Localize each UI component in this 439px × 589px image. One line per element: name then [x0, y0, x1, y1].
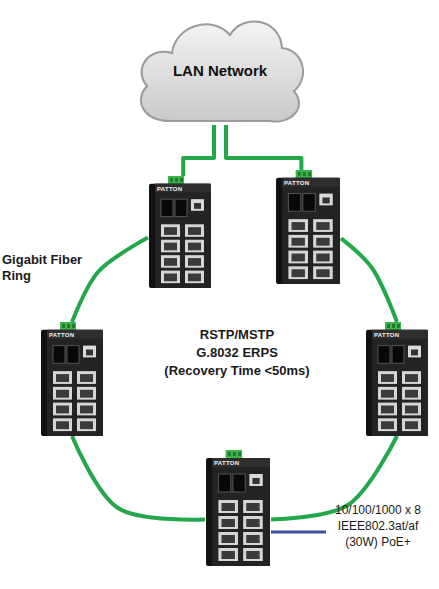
brand-label: PATTON [157, 186, 182, 193]
annotation-label: Gigabit Fiber Ring [2, 252, 97, 284]
switch-illustration [205, 450, 271, 566]
fiber-link [72, 238, 148, 322]
ethernet-switch: PATTON [275, 170, 341, 284]
poe-leader-line [271, 531, 326, 534]
network-cloud: LAN Network [130, 8, 310, 125]
ethernet-switch: PATTON [205, 450, 271, 566]
switch-illustration [40, 322, 104, 436]
switch-body [366, 322, 428, 436]
brand-label: PATTON [49, 332, 74, 339]
switch-illustration [275, 170, 341, 284]
switch-body [206, 450, 270, 566]
ethernet-switch: PATTON [365, 322, 429, 436]
switch-illustration [148, 176, 212, 288]
brand-label: PATTON [284, 180, 309, 187]
ethernet-switch: PATTON [148, 176, 212, 288]
annotation-label: IEEE802.3at/af [320, 519, 436, 534]
annotation-label: G.8032 ERPS [157, 345, 317, 361]
switch-body [149, 176, 211, 288]
annotation-label: RSTP/MSTP [157, 327, 317, 343]
brand-label: PATTON [374, 332, 399, 339]
brand-label: PATTON [214, 460, 239, 467]
switch-body [41, 322, 103, 436]
fiber-link [341, 238, 397, 322]
switch-illustration [365, 322, 429, 436]
fiber-link [72, 436, 205, 520]
annotation-label: (30W) PoE+ [320, 535, 436, 550]
annotation-label: (Recovery Time <50ms) [147, 363, 327, 379]
cloud-label: LAN Network [130, 62, 310, 80]
fiber-link [183, 125, 214, 176]
annotation-label: 10/100/1000 x 8 [320, 503, 436, 518]
ethernet-switch: PATTON [40, 322, 104, 436]
switch-body [276, 170, 340, 284]
fiber-link [226, 125, 301, 170]
